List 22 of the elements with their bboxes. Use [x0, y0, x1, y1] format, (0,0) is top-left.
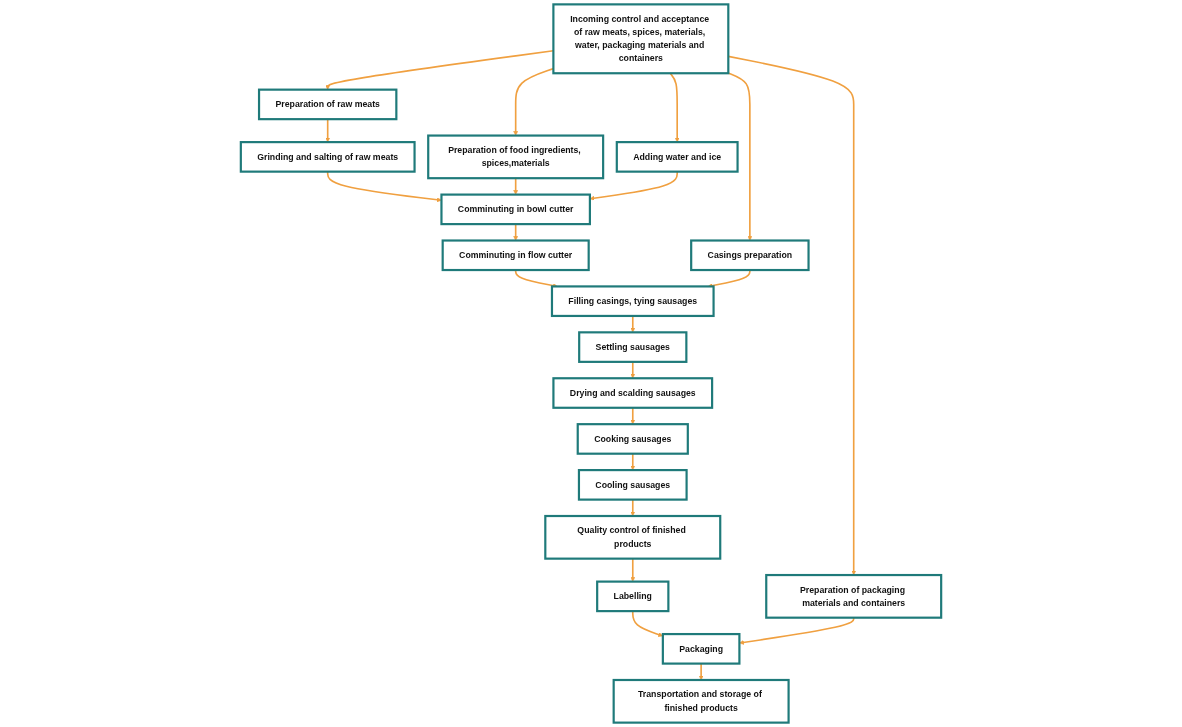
node-box: Labelling [596, 580, 670, 613]
node-box: Cooking sausages [576, 423, 689, 455]
node-box: Preparation of packaging materials and containers [765, 573, 943, 619]
node-box: Transportation and storage of finished products [612, 678, 790, 724]
node-box: Drying and scalding sausages [552, 377, 714, 409]
node-box: Casings preparation [690, 239, 810, 272]
node-box: Comminuting in bowl cutter [440, 193, 591, 226]
node-box: Preparation of food ingredients, spices,materials [427, 134, 605, 180]
arrow [727, 55, 857, 576]
node-box: Settling sausages [578, 331, 688, 363]
arrow [630, 315, 636, 333]
node-box: Filling casings, tying sausages [550, 285, 715, 318]
node-box: Adding water and ice [615, 141, 739, 173]
node-box: Incoming control and acceptance of raw meats, spices, materials, water, packaging materials and containers [552, 3, 730, 75]
node-box: Grinding and salting of raw meats [239, 141, 416, 173]
node-box: Comminuting in flow cutter [441, 239, 590, 272]
node-box: Preparation of raw meats [257, 88, 398, 121]
node-box: Packaging [661, 633, 741, 665]
node-box: Cooling sausages [577, 469, 688, 501]
arrow [630, 361, 636, 379]
arrow [727, 72, 753, 241]
node-box: Quality control of finished products [544, 514, 722, 560]
